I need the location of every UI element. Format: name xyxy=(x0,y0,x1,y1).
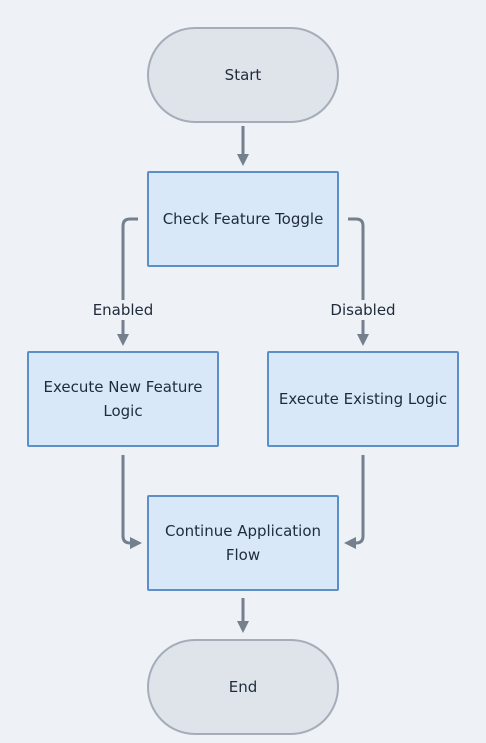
execute-existing-logic-node: Execute Existing Logic xyxy=(267,351,459,447)
execute-existing-logic-label: Execute Existing Logic xyxy=(278,390,448,408)
arrow-check-to-new-feature xyxy=(117,217,138,346)
edge-label-disabled: Disabled xyxy=(303,300,423,320)
execute-new-feature-label: Execute New Feature Logic xyxy=(43,378,203,420)
edge-label-enabled: Enabled xyxy=(63,300,183,320)
check-feature-toggle-label: Check Feature Toggle xyxy=(162,210,324,228)
start-node: Start xyxy=(147,27,339,123)
continue-application-flow-label: Continue Application Flow xyxy=(164,522,322,564)
execute-new-feature-node: Execute New Feature Logic xyxy=(27,351,219,447)
start-node-label: Start xyxy=(224,66,262,84)
arrow-check-to-existing xyxy=(348,217,369,346)
arrow-new-feature-to-continue xyxy=(121,455,142,549)
end-node: End xyxy=(147,639,339,735)
check-feature-toggle-node: Check Feature Toggle xyxy=(147,171,339,267)
end-node-label: End xyxy=(228,678,258,696)
arrow-existing-to-continue xyxy=(344,455,365,549)
continue-application-flow-node: Continue Application Flow xyxy=(147,495,339,591)
